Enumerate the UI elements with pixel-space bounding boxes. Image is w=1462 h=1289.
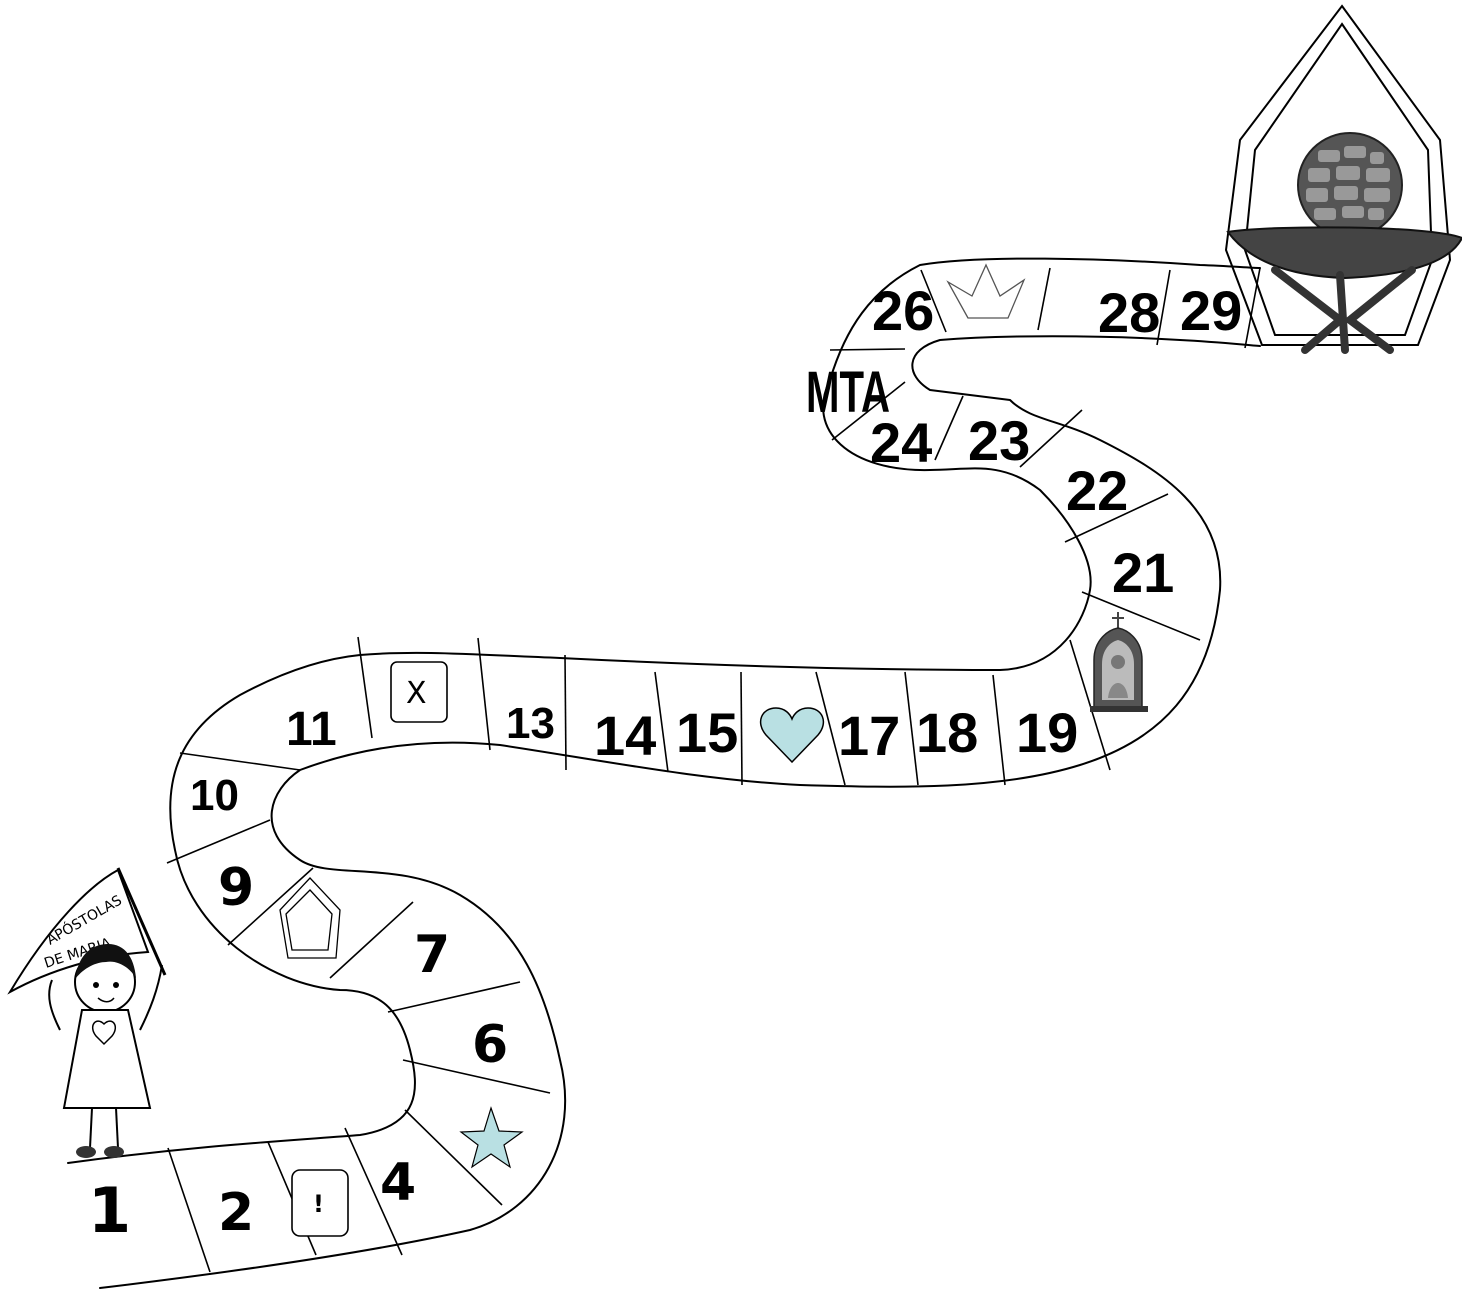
square-26[interactable]: 26 xyxy=(872,279,934,342)
square-numbers: 1 2 4 6 7 9 10 11 13 14 15 17 18 19 21 2… xyxy=(88,279,1242,1247)
star-icon xyxy=(461,1108,522,1167)
square-14[interactable]: 14 xyxy=(594,704,656,767)
square-17[interactable]: 17 xyxy=(838,704,900,767)
path-edge-inner xyxy=(68,259,1260,1163)
square-dividers xyxy=(167,268,1260,1272)
square-4[interactable]: 4 xyxy=(380,1153,416,1213)
square-10[interactable]: 10 xyxy=(190,771,239,820)
square-2[interactable]: 2 xyxy=(218,1183,254,1243)
square-28[interactable]: 28 xyxy=(1098,281,1160,344)
square-29[interactable]: 29 xyxy=(1180,279,1242,342)
square-15[interactable]: 15 xyxy=(676,701,738,764)
square-21[interactable]: 21 xyxy=(1112,541,1174,604)
square-13[interactable]: 13 xyxy=(506,699,555,748)
square-1[interactable]: 1 xyxy=(88,1174,131,1247)
heart-icon xyxy=(761,708,824,762)
square-19[interactable]: 19 xyxy=(1016,701,1078,764)
warning-label: ! xyxy=(313,1190,324,1218)
square-18[interactable]: 18 xyxy=(916,701,978,764)
square-22[interactable]: 22 xyxy=(1066,459,1128,522)
sanctuary-icon xyxy=(1226,6,1462,350)
square-6[interactable]: 6 xyxy=(472,1015,508,1075)
girl-with-flag-illustration: APÓSTOLAS DE MARIA xyxy=(10,868,165,1158)
square-9[interactable]: 9 xyxy=(218,858,254,918)
square-11[interactable]: 11 xyxy=(286,703,337,756)
crown-icon xyxy=(948,265,1024,318)
square-7[interactable]: 7 xyxy=(414,925,450,985)
square-23[interactable]: 23 xyxy=(968,409,1030,472)
warning-square[interactable]: ! xyxy=(292,1170,348,1236)
blocked-label: X xyxy=(406,676,427,711)
mta-label: MTA xyxy=(806,360,890,425)
blocked-square[interactable]: X xyxy=(391,662,447,722)
wayside-shrine-icon xyxy=(1090,612,1148,712)
